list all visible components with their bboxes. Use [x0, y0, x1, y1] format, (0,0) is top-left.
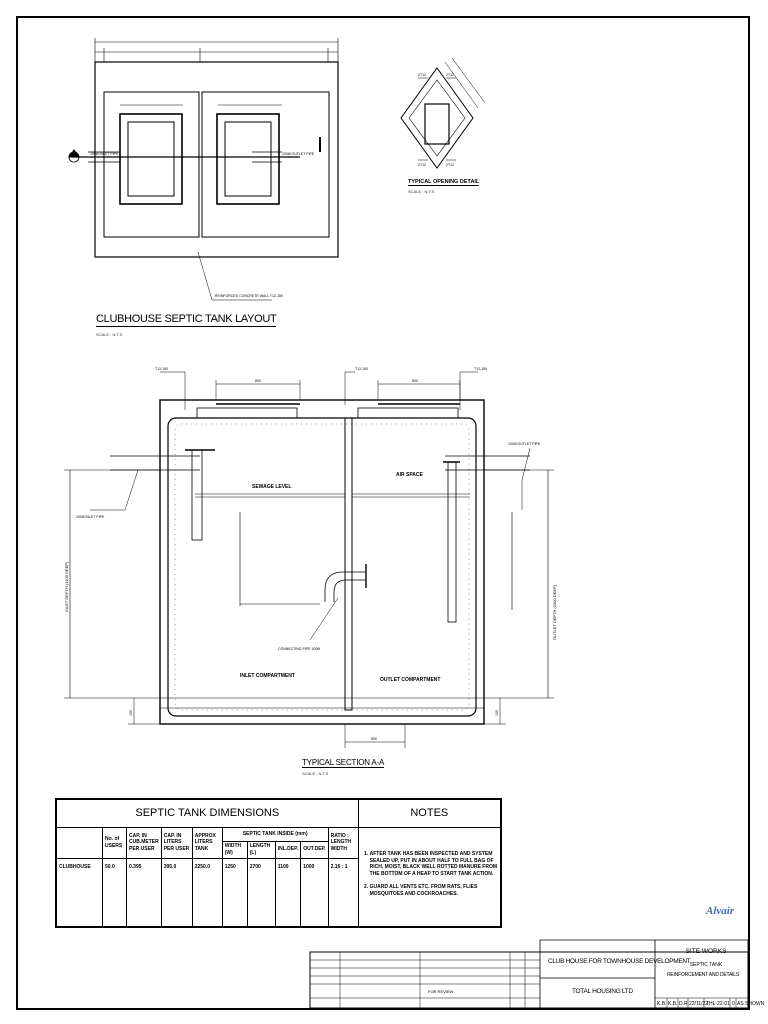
sheet-title-3: REINFORCEMENT AND DETAILS [666, 972, 740, 978]
col-inside: SEPTIC TANK INSIDE (mm) [221, 827, 329, 842]
slab-label-left: T12-150 [155, 367, 168, 371]
table-row: CLUBHOUSE 50.0 0.395 395.0 2250.0 1250 2… [56, 857, 501, 927]
outlet-depth-label: OUTLET DEPTH (1000 DEEP) [552, 584, 557, 640]
col-cap-m3: CAP. IN CUB.METER PER USER [126, 827, 162, 859]
bottom-dim-label: 800 [371, 737, 377, 741]
col-ratio: RATIO : LENGTH WIDTH [327, 827, 359, 859]
dimensions-title: SEPTIC TANK DIMENSIONS [56, 799, 359, 828]
col-out: OUT.DEP. [300, 841, 329, 859]
row-approx: 2250.0 [191, 857, 223, 927]
project-name: CLUB HOUSE FOR TOWNHOUSE DEVELOPMENT [548, 958, 691, 965]
code-drawn: K.B. [657, 1001, 667, 1007]
inlet-depth-label: INLET DEPTH (1100 DEEP) [64, 561, 69, 612]
code-revision: 0 [732, 1001, 735, 1007]
opening-detail-drawing [400, 57, 486, 169]
top-dim-right: 800 [412, 379, 418, 383]
slab-label-right: T12-150 [474, 367, 487, 371]
code-date: 22/11/22 [689, 1001, 709, 1007]
opening-detail-scale: SCALE : N.T.S [408, 189, 435, 194]
inlet-compartment-label: INLET COMPARTMENT [240, 673, 295, 679]
outlet-compartment-label: OUTLET COMPARTMENT [380, 677, 440, 683]
row-out: 1000 [300, 857, 329, 927]
company-logo: Alvair [706, 905, 735, 917]
section-inlet-pipe-label: 100Ø INLET PIPE [76, 515, 105, 519]
opening-bar-label-3: 2T12 [418, 163, 426, 167]
rev-description: FOR REVIEW [428, 989, 454, 994]
section-title: TYPICAL SECTION A-A [302, 758, 385, 768]
opening-bar-label-1: 2T12 [418, 73, 426, 77]
col-cap-l: CAP. IN LITERS PER USER [160, 827, 193, 859]
row-inl: 1100 [274, 857, 302, 927]
notes-title: NOTES [357, 799, 502, 828]
col-length: LENGTH (L) [246, 841, 276, 859]
section-outlet-pipe-label: 100Ø OUTLET PIPE [508, 442, 541, 446]
drawing-sheet-border [16, 16, 750, 1010]
plan-outlet-label: 100Ø OUTLET PIPE [282, 152, 315, 156]
code-checked: K.B. [668, 1001, 678, 1007]
col-approx: APPROX LITERS TANK [191, 827, 223, 859]
col-width: WIDTH (W) [221, 841, 248, 859]
code-scale: AS SHOWN [737, 1001, 765, 1007]
opening-bar-label-2: 2T12 [446, 73, 454, 77]
notes-list: AFTER TANK HAS BEEN INSPECTED AND SYSTEM… [357, 827, 502, 927]
sewage-level-label: SEWAGE LEVEL [252, 484, 291, 490]
row-length: 2700 [246, 857, 276, 927]
note-item: AFTER TANK HAS BEEN INSPECTED AND SYSTEM… [370, 851, 498, 878]
air-space-label: AIR SPACE [396, 472, 424, 478]
base-dim-right: 150 [495, 710, 499, 716]
title-block-codes: K.B. K.B. D.R. 22/11/22 THL-22-01 0 AS S… [655, 999, 764, 1008]
code-approved: D.R. [679, 1001, 689, 1007]
col-inl: INL.DEP. [274, 841, 302, 859]
layout-scale: SCALE : N.T.S [96, 332, 123, 337]
septic-tank-dimensions-table: SEPTIC TANK DIMENSIONS NOTES No. of USER… [55, 798, 502, 928]
septic-tank-plan [68, 38, 339, 301]
section-scale: SCALE : N.T.S [302, 771, 329, 776]
row-width: 1250 [221, 857, 248, 927]
row-name: CLUBHOUSE [56, 857, 103, 927]
layout-title: CLUBHOUSE SEPTIC TANK LAYOUT [96, 313, 277, 327]
row-cap-l: 395.0 [160, 857, 193, 927]
section-aa-drawing [64, 371, 554, 748]
client-name: TOTAL HOUSING LTD [572, 988, 633, 995]
plan-wall-label: REINFORCED CONCRETE WALL T12-150 [215, 294, 283, 298]
plan-inlet-label: 100Ø INLET PIPE [90, 152, 119, 156]
note-item: GUARD ALL VENTS ETC. FROM RATS, FLIES MO… [370, 884, 498, 898]
base-dim-left: 150 [129, 710, 133, 716]
sheet-title-2: SEPTIC TANK [689, 962, 723, 968]
row-cap-m3: 0.395 [126, 857, 162, 927]
opening-bar-label-4: 2T12 [446, 163, 454, 167]
code-drawing-no: THL-22-01 [706, 1001, 730, 1007]
row-users: 50.0 [102, 857, 127, 927]
sheet-title-1: SITE WORKS [685, 948, 727, 955]
opening-detail-title: TYPICAL OPENING DETAIL [408, 179, 480, 186]
connecting-pipe-label: CONNECTING PIPE 100Ø [278, 647, 320, 651]
slab-label-mid: T12-150 [355, 367, 368, 371]
row-ratio: 2.16 : 1 [327, 857, 359, 927]
col-users: No. of USERS [102, 827, 127, 859]
top-dim-left: 800 [255, 379, 261, 383]
